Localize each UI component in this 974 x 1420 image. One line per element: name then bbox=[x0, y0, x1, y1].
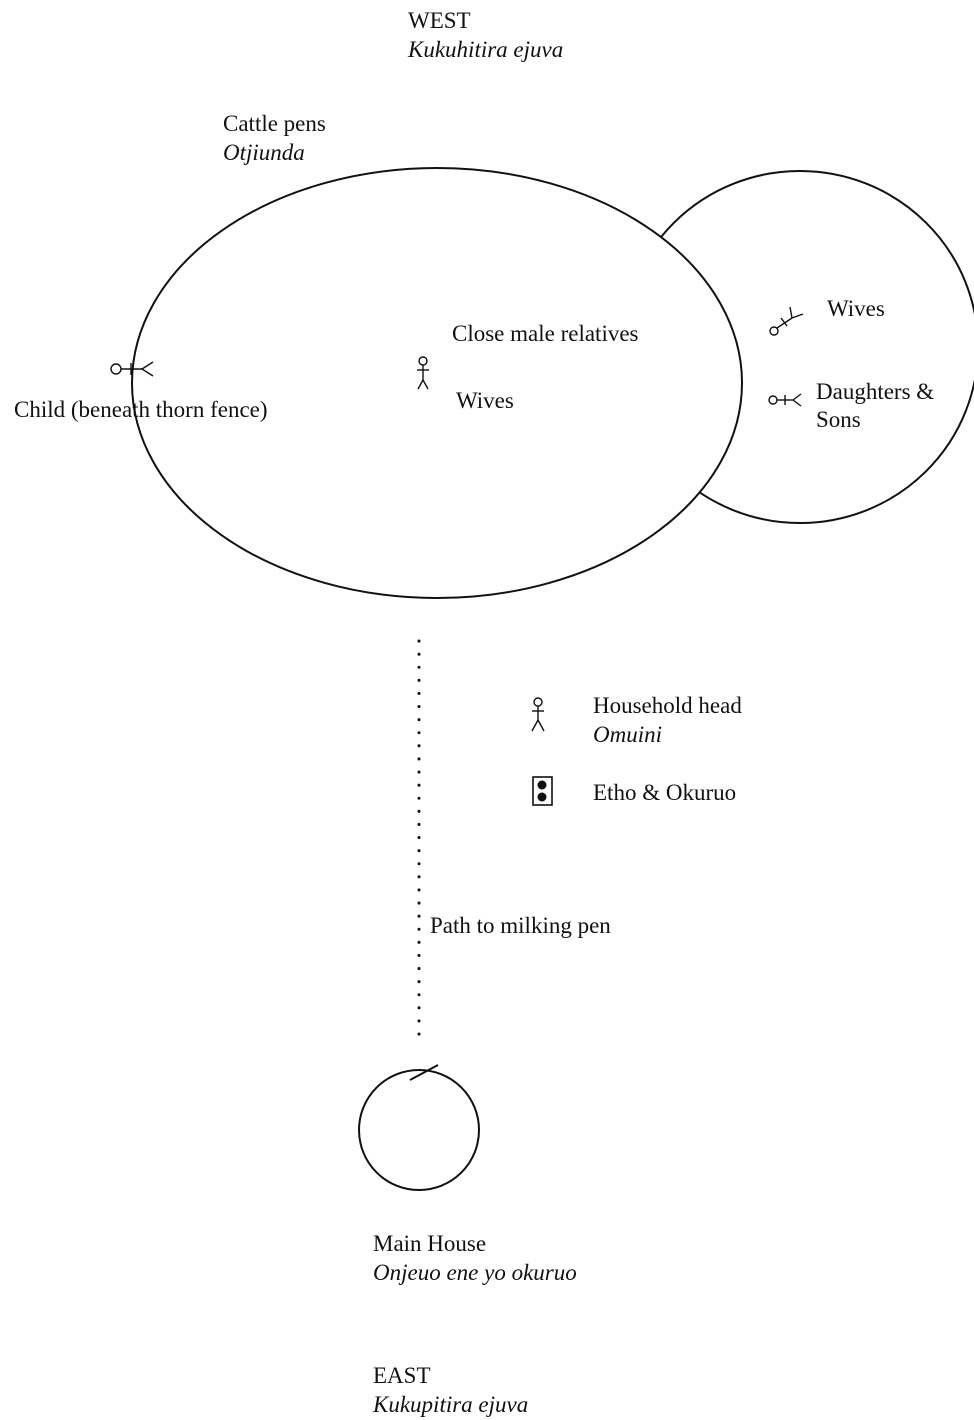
west-local-label: Kukuhitira ejuva bbox=[407, 37, 563, 62]
main-house-circle bbox=[358, 1069, 480, 1191]
legend-household-head-local-label: Omuini bbox=[593, 722, 662, 747]
east-local-label: Kukupitira ejuva bbox=[372, 1392, 528, 1417]
main-house-label: Main House bbox=[373, 1231, 486, 1256]
daughters-sons-figure-icon bbox=[768, 393, 802, 407]
cattle-pens-label: Cattle pens bbox=[223, 111, 326, 136]
legend-household-head-icon bbox=[531, 697, 545, 732]
inner-cattle-pen bbox=[131, 167, 743, 599]
legend-etho-okuruo-label: Etho & Okuruo bbox=[593, 780, 736, 805]
daughters-sons-label-line1: Daughters & bbox=[816, 379, 934, 404]
legend-etho-okuruo-icon bbox=[532, 776, 553, 806]
close-male-relatives-label: Close male relatives bbox=[452, 321, 639, 346]
main-house-doorway bbox=[409, 1064, 439, 1081]
path-label: Path to milking pen bbox=[430, 913, 611, 938]
child-label: Child (beneath thorn fence) bbox=[14, 397, 268, 422]
daughters-sons-label-line2: Sons bbox=[816, 407, 861, 432]
child-figure-icon bbox=[110, 361, 154, 377]
outer-wives-figure-icon bbox=[769, 306, 804, 336]
main-house-local-label: Onjeuo ene yo okuruo bbox=[373, 1260, 577, 1285]
household-head-figure-icon bbox=[417, 356, 429, 390]
cattle-pens-local-label: Otjiunda bbox=[223, 140, 305, 165]
outer-wives-label: Wives bbox=[827, 296, 885, 321]
inner-wives-label: Wives bbox=[456, 388, 514, 413]
legend-household-head-label: Household head bbox=[593, 693, 742, 718]
west-label: WEST bbox=[408, 8, 471, 33]
east-label: EAST bbox=[373, 1363, 431, 1388]
